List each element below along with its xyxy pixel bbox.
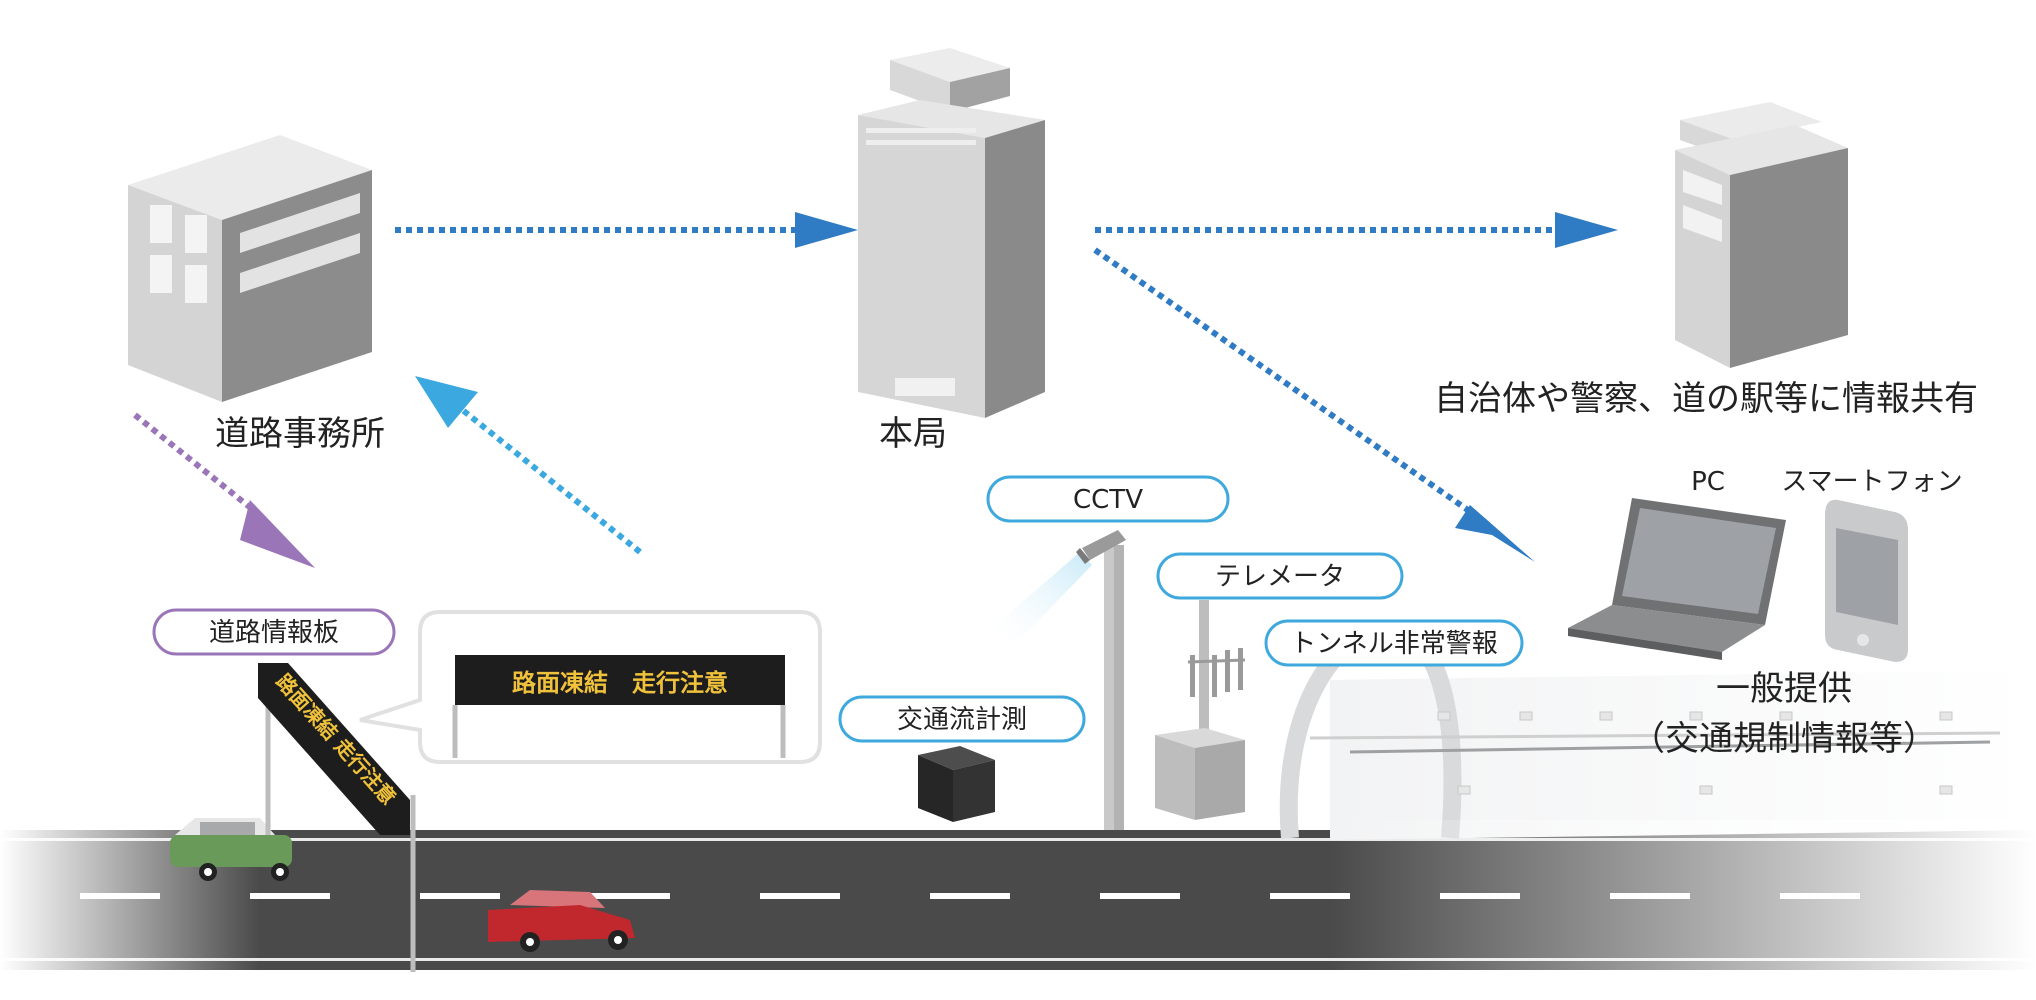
government-building-icon — [1675, 102, 1848, 368]
green-car-icon — [170, 818, 292, 881]
smartphone-icon — [1825, 499, 1908, 662]
public-provision-title: 一般提供 — [1716, 669, 1852, 709]
red-car-icon — [488, 890, 635, 952]
arrow-office-to-sign — [133, 412, 315, 568]
laptop-icon — [1568, 498, 1786, 660]
svg-text:トンネル非常警報: トンネル非常警報 — [1290, 629, 1497, 659]
road-office-building-icon — [128, 135, 372, 402]
label-telemeter: テレメータ — [1156, 552, 1404, 600]
sign-board-message: 路面凍結 走行注意 — [512, 669, 728, 697]
svg-text:CCTV: CCTV — [1073, 485, 1143, 515]
cctv-camera-icon — [990, 530, 1126, 830]
smartphone-label: スマートフォン — [1781, 467, 1962, 497]
arrow-hq-to-devices — [1093, 247, 1535, 562]
label-traffic-counter: 交通流計測 — [838, 695, 1086, 743]
label-road-info-board: 道路情報板 — [152, 608, 396, 656]
road-office-label: 道路事務所 — [215, 414, 385, 454]
tunnel-icon — [1279, 620, 2036, 1000]
telemeter-antenna-icon — [1155, 600, 1246, 820]
svg-text:道路情報板: 道路情報板 — [209, 618, 339, 648]
arrow-hq-to-government — [1095, 212, 1618, 248]
arrow-field-to-office — [415, 376, 642, 555]
svg-text:テレメータ: テレメータ — [1215, 562, 1345, 592]
headquarters-label: 本局 — [879, 414, 947, 454]
sign-post-message: 路面凍結 走行注意 — [271, 669, 401, 809]
info-sharing-label: 自治体や警察、道の駅等に情報共有 — [1434, 379, 1978, 419]
traffic-counter-box-icon — [918, 746, 995, 822]
arrow-office-to-hq — [395, 212, 858, 248]
svg-text:交通流計測: 交通流計測 — [897, 705, 1027, 735]
sign-speech-bubble: 路面凍結 走行注意 — [359, 610, 822, 764]
label-cctv: CCTV — [986, 475, 1230, 523]
label-tunnel-alarm: トンネル非常警報 — [1264, 619, 1524, 667]
public-provision-subtitle: （交通規制情報等） — [1631, 719, 1937, 759]
pc-label: PC — [1691, 467, 1725, 497]
headquarters-tower-icon — [858, 48, 1045, 418]
